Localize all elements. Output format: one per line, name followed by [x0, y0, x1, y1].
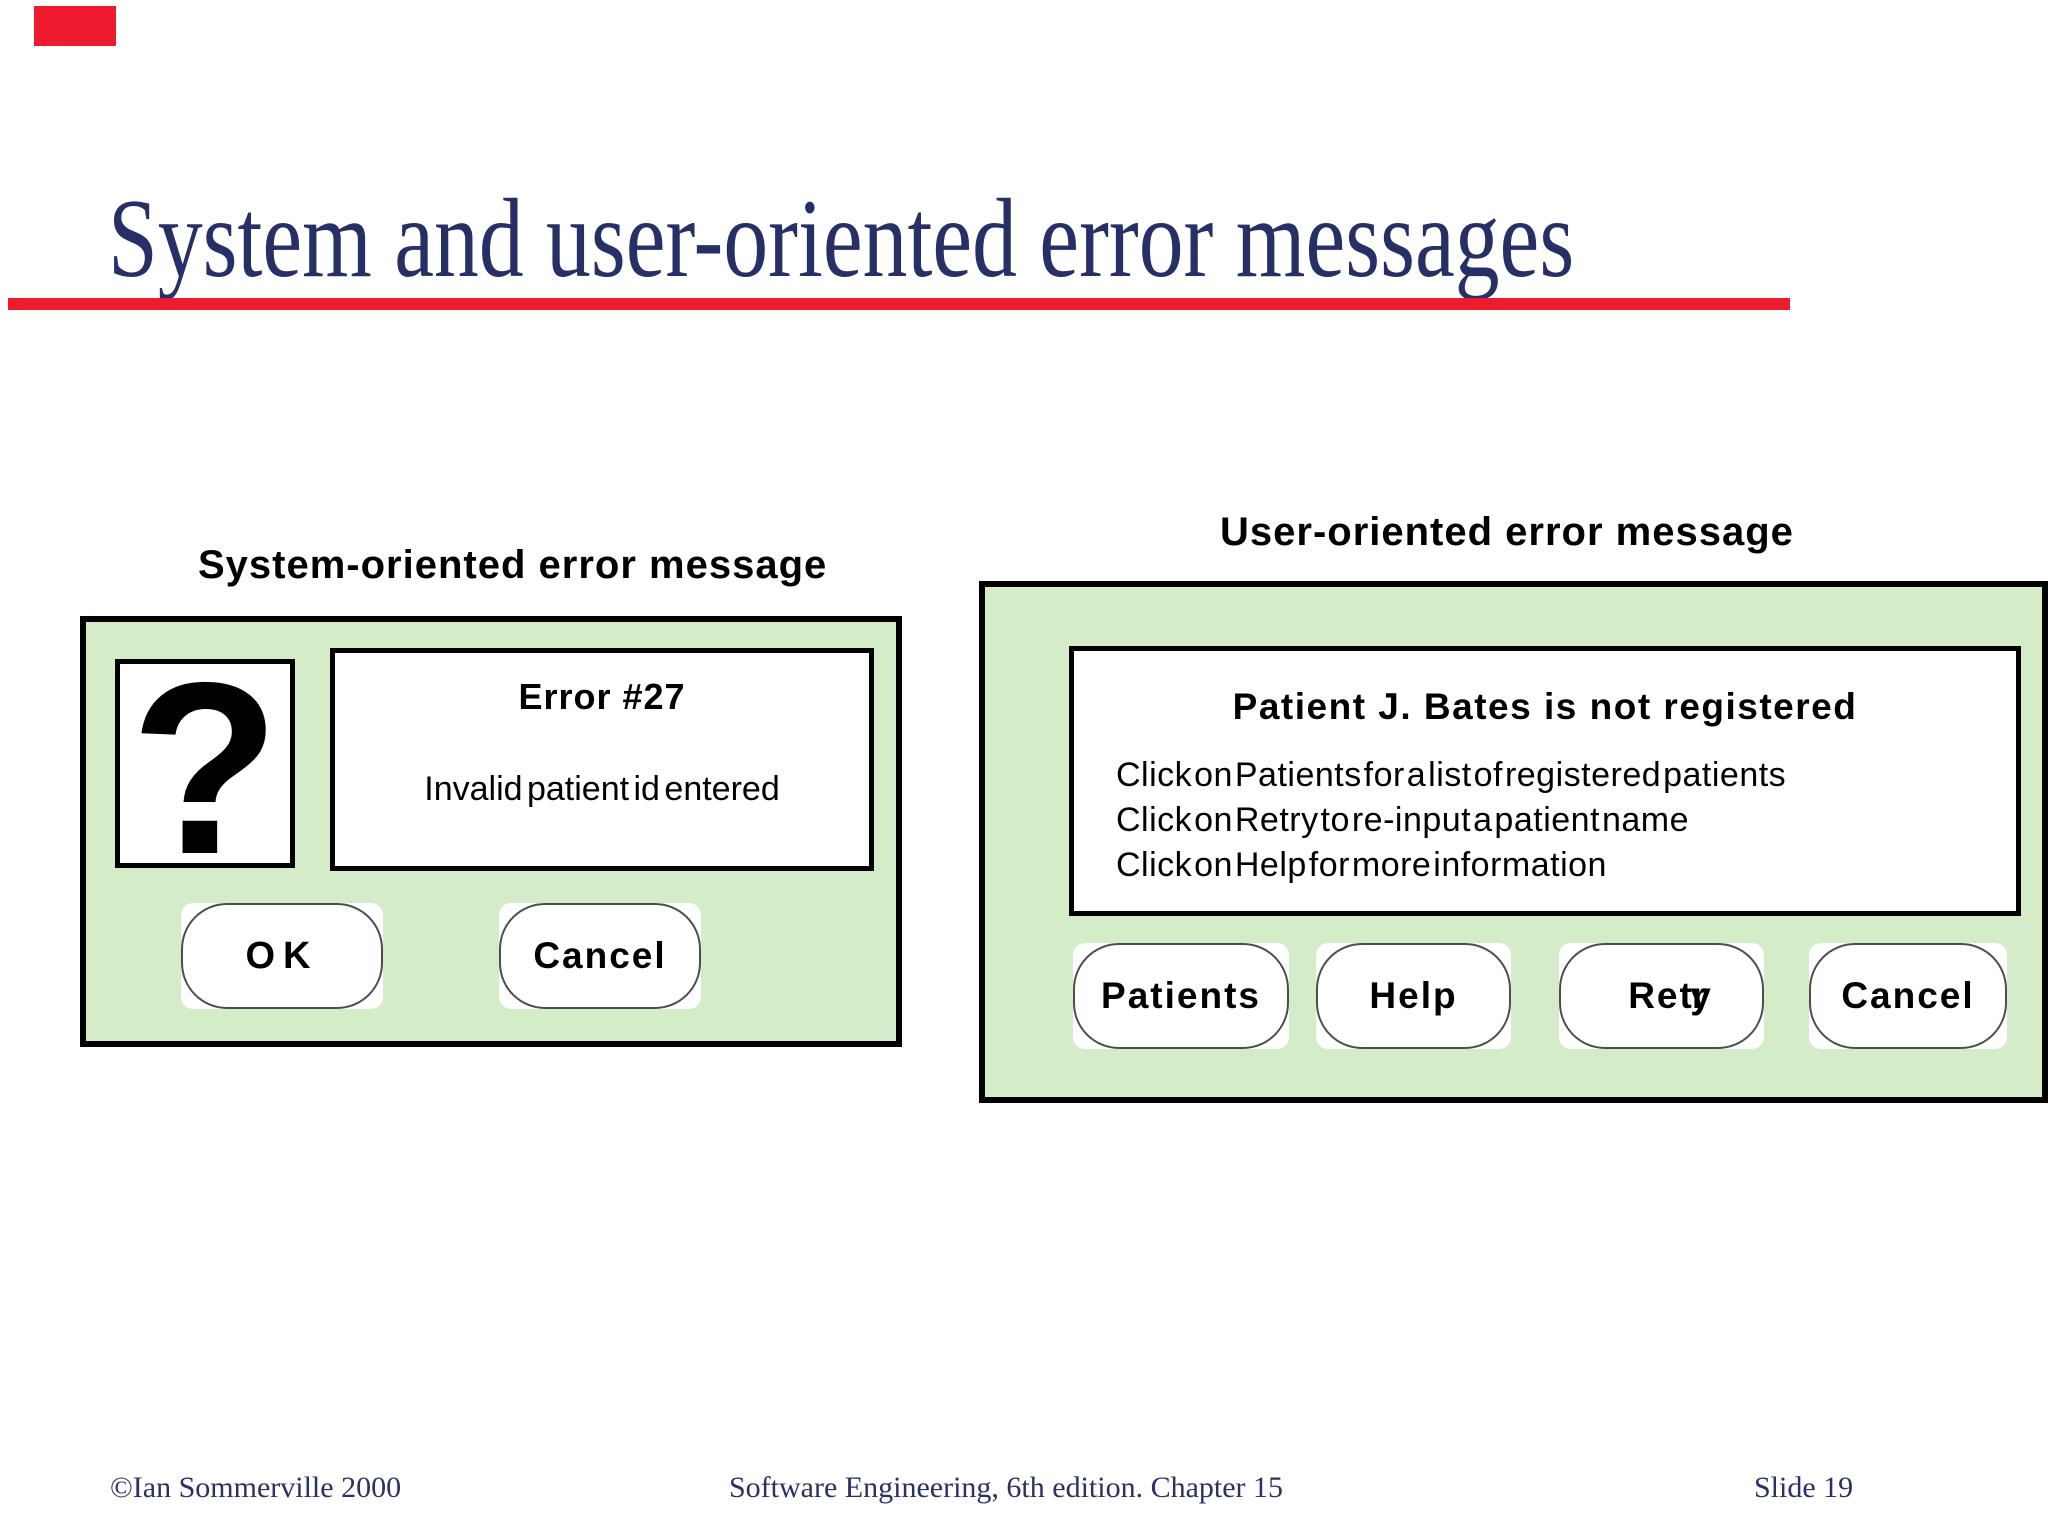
- error-code-text: Error #27: [518, 676, 686, 717]
- question-mark-icon: ?: [130, 630, 280, 905]
- title-underline: [8, 298, 1790, 310]
- retry-button-label: Retry: [1628, 975, 1711, 1016]
- instruction-line: Click on Retry to re-input a patient nam…: [1116, 801, 1690, 839]
- instruction-line: Click on Patients for a list of register…: [1116, 756, 1787, 794]
- cancel-button-label: Cancel: [1841, 975, 1975, 1016]
- user-message-title: Patient J. Bates is not registered: [1232, 686, 1858, 727]
- ok-button[interactable]: OK: [181, 903, 383, 1009]
- system-error-dialog: ? Error #27 Invalid patient id entered O…: [80, 616, 902, 1047]
- ok-button-label: OK: [245, 934, 319, 977]
- question-icon-box: ?: [115, 630, 295, 905]
- red-corner-bar: [34, 6, 116, 46]
- footer-book-title: Software Engineering, 6th edition. Chapt…: [729, 1471, 1284, 1504]
- user-error-dialog: Patient J. Bates is not registered Click…: [979, 581, 2048, 1103]
- patients-button-label: Patients: [1101, 975, 1261, 1016]
- cancel-button-label: Cancel: [533, 935, 667, 976]
- user-dialog-caption: User-oriented error message: [1220, 510, 1794, 554]
- system-dialog-caption: System-oriented error message: [198, 543, 828, 587]
- page-title: System and user-oriented error messages: [108, 177, 1575, 301]
- help-button-label: Help: [1369, 975, 1458, 1016]
- patients-button[interactable]: Patients: [1073, 943, 1289, 1049]
- cancel-button[interactable]: Cancel: [499, 903, 701, 1009]
- error-description-text: Invalid patient id entered: [424, 770, 780, 808]
- retry-button[interactable]: Retry: [1559, 943, 1764, 1049]
- footer-copyright: ©Ian Sommerville 2000: [110, 1471, 402, 1504]
- footer-slide-number: Slide 19: [1754, 1471, 1854, 1504]
- user-message-box: Patient J. Bates is not registered Click…: [1069, 646, 2021, 916]
- user-message-instructions: Click on Patients for a list of register…: [1074, 753, 2016, 888]
- instruction-line: Click on Help for more information: [1116, 846, 1607, 884]
- cancel-button[interactable]: Cancel: [1809, 943, 2007, 1049]
- help-button[interactable]: Help: [1316, 943, 1511, 1049]
- system-message-box: Error #27 Invalid patient id entered: [330, 648, 874, 871]
